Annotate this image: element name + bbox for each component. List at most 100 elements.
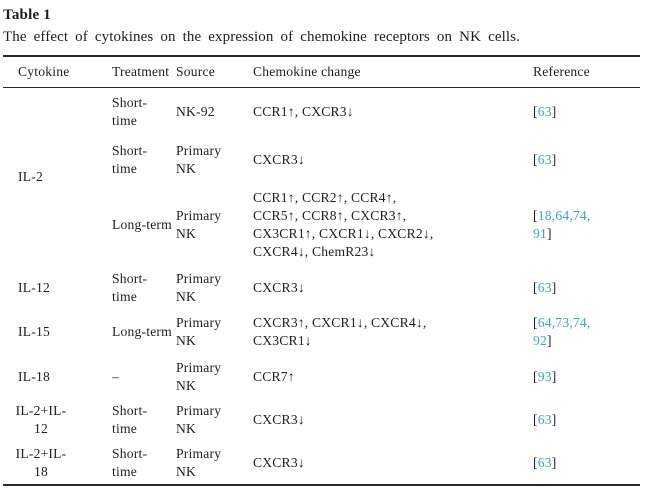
chemokine-cell: CXCR3↓: [253, 136, 533, 185]
reference-cell: [64,73,74,92]: [533, 310, 640, 355]
table-row: Short- time Primary NK CXCR3↓ [63]: [3, 136, 640, 185]
treatment-line: time: [112, 112, 137, 128]
cytokine-label: IL-2+IL- 18: [3, 445, 79, 481]
reference-cell: [63]: [533, 266, 640, 310]
citation-link[interactable]: 63: [537, 103, 552, 119]
bracket: ]: [551, 152, 557, 167]
reference: [63]: [533, 103, 613, 121]
reference-cell: [93]: [533, 355, 640, 399]
bracket: [: [533, 412, 538, 427]
source-line: Primary: [176, 208, 222, 223]
citation-link[interactable]: 63: [537, 279, 552, 295]
source-cell: Primary NK: [176, 185, 253, 266]
column-header-chemokine-change: Chemokine change: [253, 56, 533, 88]
source-cell: Primary NK: [176, 442, 253, 485]
column-header-treatment: Treatment: [112, 56, 176, 88]
source-cell: Primary NK: [176, 355, 253, 399]
treatment-line: time: [112, 421, 137, 436]
treatment-line: Short-: [112, 270, 148, 286]
chemokine-line: CCR1↑, CCR2↑, CCR4↑,: [253, 190, 397, 205]
source-cell: Primary NK: [176, 136, 253, 185]
reference-cell: [18,64,74, 91]: [533, 185, 640, 266]
treatment-cell: Long-term: [112, 310, 176, 355]
chemokine-line: CXCR3↓: [253, 152, 305, 167]
source-line: NK: [176, 421, 197, 436]
bracket: ]: [551, 412, 557, 427]
bracket: [: [533, 368, 538, 384]
source-line: NK: [176, 226, 197, 241]
treatment-cell: –: [112, 355, 176, 399]
bracket: [: [533, 279, 538, 295]
cytokine-cell: IL-18: [18, 368, 50, 384]
citation-link[interactable]: 18,64,74,: [537, 208, 591, 223]
chemokine-line: CXCR3↓: [253, 454, 305, 470]
treatment-line: Short-: [112, 445, 148, 461]
bracket: ]: [547, 226, 552, 241]
citation-link[interactable]: 63: [537, 412, 552, 427]
chemokine-cell: CXCR3↓: [253, 442, 533, 485]
cytokine-label: IL-2+IL- 12: [3, 402, 79, 438]
source-line: Primary: [176, 359, 222, 375]
chemokine-cell: CCR1↑, CCR2↑, CCR4↑, CCR5↑, CCR8↑, CXCR3…: [253, 185, 533, 266]
cytokine-cell: IL-2+IL- 18: [3, 442, 112, 485]
chemokine-cell: CXCR3↓: [253, 266, 533, 310]
treatment-cell: Short- time: [112, 399, 176, 442]
bracket: [: [533, 103, 538, 119]
cytokine-line: IL-2+IL-: [15, 403, 67, 418]
chemokine-cell: CXCR3↓: [253, 399, 533, 442]
reference: [63]: [533, 411, 613, 429]
reference: [93]: [533, 368, 613, 386]
table-row: Long-term Primary NK CCR1↑, CCR2↑, CCR4↑…: [3, 185, 640, 266]
treatment-cell: Short- time: [112, 136, 176, 185]
treatment-cell: Short- time: [112, 88, 176, 136]
source-cell: Primary NK: [176, 399, 253, 442]
chemokine-cell: CCR1↑, CXCR3↓: [253, 88, 533, 136]
treatment-line: time: [112, 161, 137, 176]
source-line: Primary: [176, 270, 222, 286]
reference-cell: [63]: [533, 88, 640, 136]
source-line: NK: [176, 377, 197, 393]
cytokine-cell: IL-12: [18, 279, 50, 295]
source-line: NK: [176, 161, 197, 176]
treatment-cell: Long-term: [112, 185, 176, 266]
header-row: Cytokine Treatment Source Chemokine chan…: [3, 56, 640, 88]
reference-cell: [63]: [533, 442, 640, 485]
chemokine-line: CCR1↑, CXCR3↓: [253, 103, 354, 119]
treatment-line: Short-: [112, 94, 148, 110]
chemokine-line: CX3CR1↓: [253, 333, 312, 348]
treatment-line: –: [112, 368, 119, 384]
reference: [63]: [533, 279, 613, 297]
table-caption-label: Table 1: [3, 7, 51, 23]
cytokine-line: IL-2+IL-: [15, 445, 67, 461]
bracket: [: [533, 152, 538, 167]
reference: [63]: [533, 151, 613, 169]
chemokine-cell: CXCR3↑, CXCR1↓, CXCR4↓, CX3CR1↓: [253, 310, 533, 355]
source-line: NK-92: [176, 103, 215, 119]
column-header-reference: Reference: [533, 56, 640, 88]
reference: [18,64,74, 91]: [533, 207, 613, 243]
source-cell: Primary NK: [176, 310, 253, 355]
table-row: IL-2 Short- time NK-92 CCR1↑, CXCR3↓ [63…: [3, 88, 640, 184]
source-cell: Primary NK: [176, 266, 253, 310]
source-line: Primary: [176, 403, 222, 418]
cytokine-line: 18: [34, 463, 48, 479]
chemokine-line: CCR5↑, CCR8↑, CXCR3↑,: [253, 208, 407, 223]
citation-link[interactable]: 92: [533, 333, 547, 348]
table-row: IL-15 Long-term Primary NK CXCR3↑, CXCR1…: [3, 310, 640, 355]
cytokine-cell: IL-2: [18, 168, 43, 184]
treatment-line: Short-: [112, 143, 148, 158]
source-line: NK: [176, 333, 197, 348]
citation-link[interactable]: 63: [537, 152, 552, 167]
citation-link[interactable]: 64,73,74,: [537, 315, 591, 330]
table-row: IL-12 Short- time Primary NK CXCR3↓ [63]: [3, 266, 640, 310]
citation-link[interactable]: 63: [537, 454, 552, 470]
bracket: ]: [551, 103, 557, 119]
reference: [64,73,74,92]: [533, 314, 613, 350]
bracket: ]: [551, 368, 557, 384]
bracket: [: [533, 208, 538, 223]
citation-link[interactable]: 91: [533, 226, 547, 241]
chemokine-cell: CCR7↑: [253, 355, 533, 399]
chemokine-line: CX3CR1↑, CXCR1↓, CXCR2↓,: [253, 226, 434, 241]
bracket: ]: [551, 279, 557, 295]
citation-link[interactable]: 93: [537, 368, 552, 384]
